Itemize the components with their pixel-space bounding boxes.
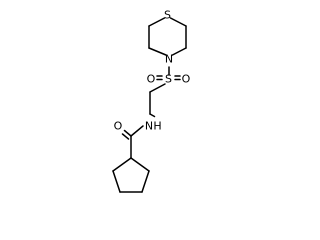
bond-sulfonyl-ch2 — [149, 83, 166, 93]
bonds — [112, 17, 187, 193]
bond-ring-c2-n — [171, 47, 187, 56]
atom-labels: S N S O O N H O — [114, 9, 191, 133]
atom-amide-nitrogen: N — [145, 120, 153, 133]
bond-ring-n-c3 — [148, 47, 167, 56]
atom-sulfonyl-sulfur: S — [165, 73, 172, 86]
atom-carbonyl-oxygen: O — [114, 120, 123, 133]
bond-cp-5-1 — [112, 157, 132, 172]
bond-cp-1-2 — [130, 157, 150, 172]
bond-carbonyl-o-a — [123, 129, 132, 137]
atom-nitrogen-ring: N — [165, 53, 173, 66]
bond-ring-c4-s — [148, 17, 166, 27]
atom-amide-hydrogen: H — [153, 120, 161, 133]
bond-cp-2-3 — [141, 170, 150, 193]
bond-nh-carbonyl — [130, 125, 144, 137]
bond-ring-s-c1 — [169, 17, 187, 27]
atom-sulfur-ring: S — [164, 9, 171, 22]
molecule-structure-diagram: S N S O O N H O — [112, 9, 191, 193]
bond-carbonyl-o-b — [121, 133, 130, 140]
atom-sulfonyl-oxygen-left: O — [147, 73, 156, 86]
atom-sulfonyl-oxygen-right: O — [182, 73, 191, 86]
bond-ch2-nh — [149, 113, 156, 118]
bond-cp-4-5 — [112, 170, 121, 193]
